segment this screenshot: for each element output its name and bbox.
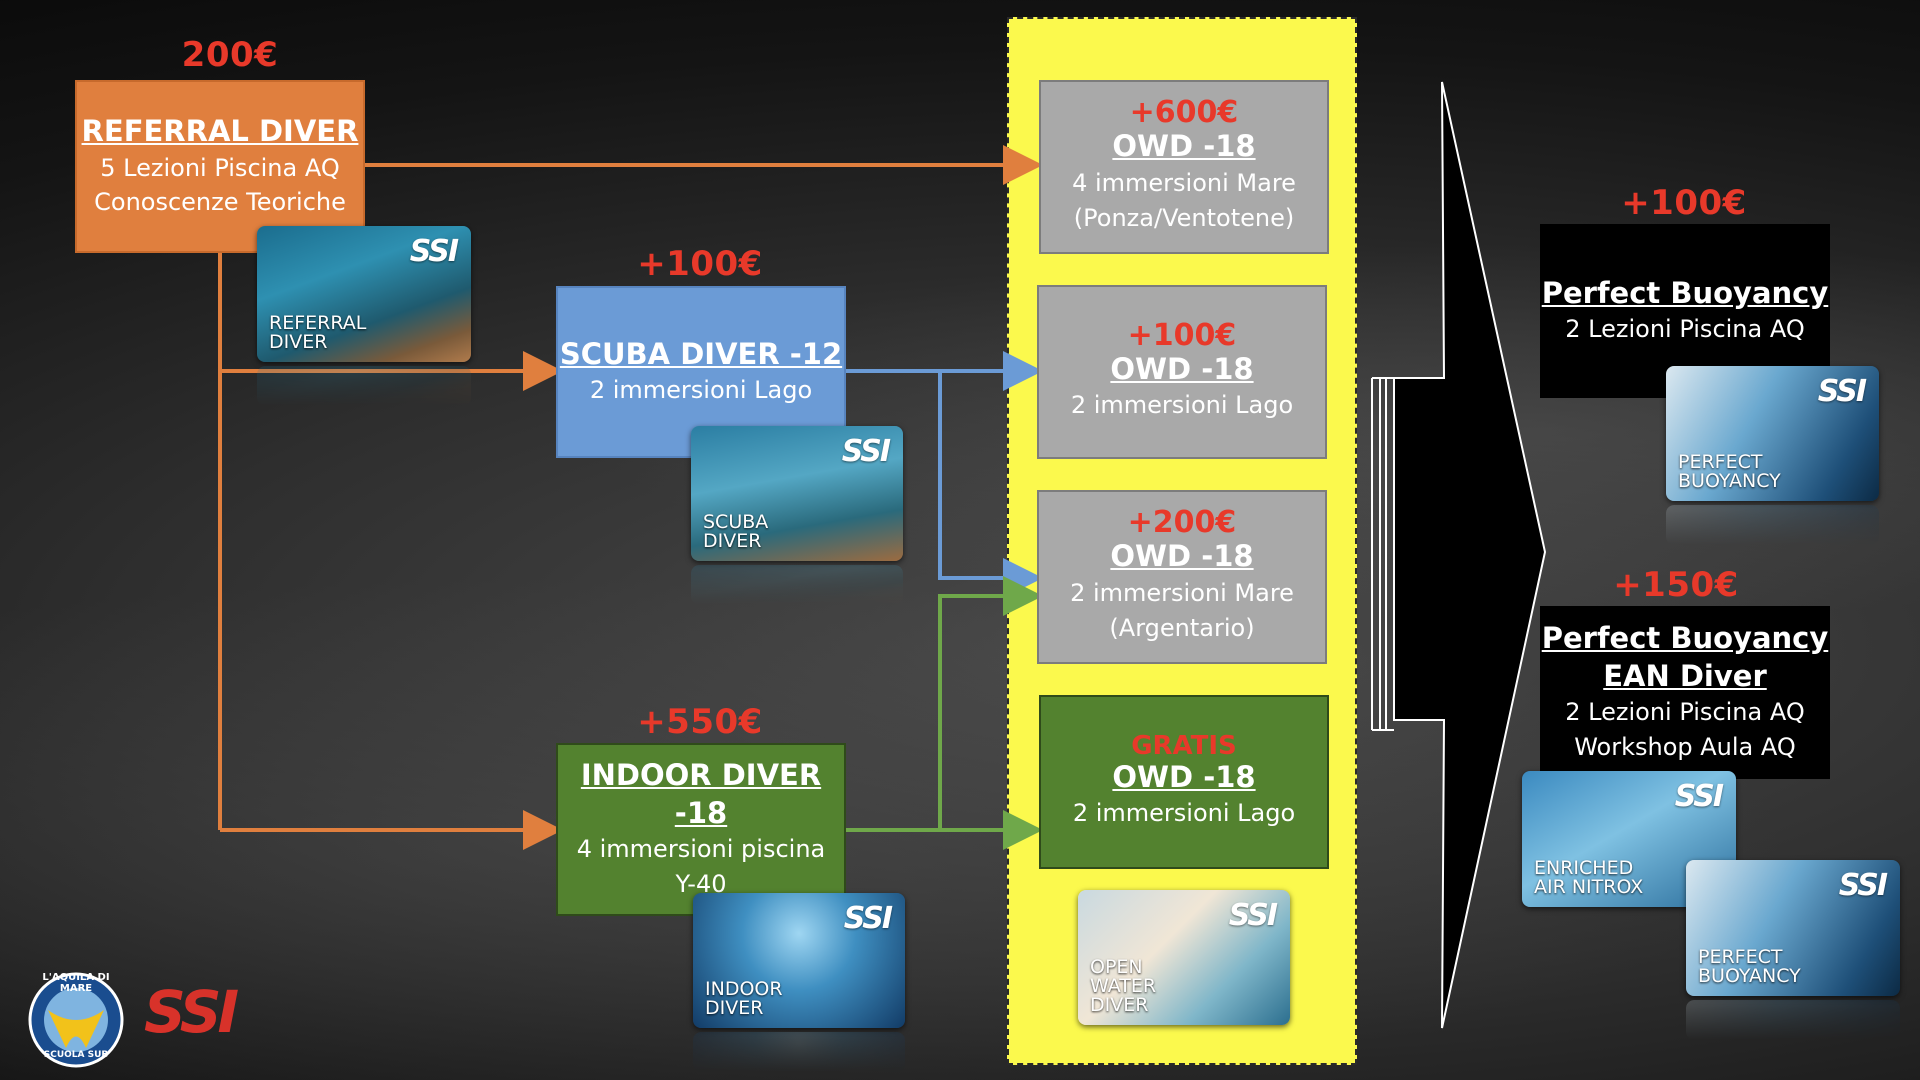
ssi-card-logo: SSI [843, 901, 893, 936]
referral-line2: Conoscenze Teoriche [94, 188, 346, 217]
pb-title: Perfect Buoyancy [1541, 275, 1829, 310]
pb-ean-line2: Workshop Aula AQ [1574, 733, 1796, 762]
owd-line1: 2 immersioni Mare [1070, 579, 1294, 608]
perfect-buoyancy-ean-box[interactable]: Perfect Buoyancy EAN Diver 2 Lezioni Pis… [1540, 606, 1830, 779]
owd-line2: (Ponza/Ventotene) [1073, 203, 1295, 232]
referral-line1: 5 Lezioni Piscina AQ [100, 153, 340, 182]
ssi-card-logo: SSI [1817, 374, 1867, 409]
indoor-title: INDOOR DIVER -18 [580, 758, 822, 830]
card-reflection [691, 565, 903, 605]
indoor-price: +550€ [637, 702, 763, 742]
pb-line1: 2 Lezioni Piscina AQ [1565, 315, 1805, 344]
owd-mare-ponza-box[interactable]: +600€ OWD -18 4 immersioni Mare (Ponza/V… [1039, 80, 1329, 254]
owd-title: OWD -18 [1112, 129, 1256, 164]
card-reflection [257, 366, 471, 406]
ssi-card-logo: SSI [1674, 779, 1724, 814]
scuba-price: +100€ [637, 244, 763, 284]
owd-title: OWD -18 [1110, 351, 1254, 386]
indoor-line1: 4 immersioni piscina [576, 835, 826, 864]
card-reflection [693, 1032, 905, 1072]
owd-title: OWD -18 [1112, 759, 1256, 794]
owd-line1: 4 immersioni Mare [1072, 169, 1296, 198]
scuba-line1: 2 immersioni Lago [589, 376, 813, 405]
school-logo [28, 972, 124, 1068]
pb-ean-price: +150€ [1613, 565, 1739, 605]
arrow-stripe-4 [1372, 377, 1394, 731]
referral-diver-box[interactable]: REFERRAL DIVER 5 Lezioni Piscina AQ Cono… [75, 80, 365, 253]
referral-title: REFERRAL DIVER [81, 113, 359, 148]
big-progress-arrow [1393, 81, 1547, 1029]
pb-ean-line1: 2 Lezioni Piscina AQ [1565, 698, 1805, 727]
owd-price: +600€ [1129, 95, 1239, 131]
referral-price: 200€ [181, 35, 279, 75]
arrow-indoor-to-owd-argentario [938, 576, 1043, 830]
indoor-diver-box[interactable]: INDOOR DIVER -18 4 immersioni piscina Y-… [556, 743, 846, 916]
card-reflection [1666, 505, 1879, 545]
owd-line1: 2 immersioni Lago [1070, 391, 1294, 420]
ssi-card-logo: SSI [1838, 868, 1888, 903]
pb-price: +100€ [1621, 183, 1747, 223]
owd-line1: 2 immersioni Lago [1072, 799, 1296, 828]
owd-price: +200€ [1127, 505, 1237, 541]
owd-price: GRATIS [1131, 730, 1237, 761]
ssi-card-logo: SSI [841, 434, 891, 469]
owd-price: +100€ [1127, 317, 1237, 353]
owd-line2: (Argentario) [1109, 613, 1255, 642]
school-logo-text-top: L'AQUILA DI MARE [42, 972, 110, 994]
owd-lago-box[interactable]: +100€ OWD -18 2 immersioni Lago [1037, 285, 1327, 459]
school-logo-text-bottom: SCUOLA SUB [43, 1050, 109, 1060]
scuba-title: SCUBA DIVER -12 [559, 336, 843, 371]
pb-ean-title2: EAN Diver [1603, 658, 1767, 693]
owd-title: OWD -18 [1110, 539, 1254, 574]
arrow-scuba-to-owd-argentario [938, 371, 1043, 598]
ssi-brand-logo: SSI [144, 978, 239, 1046]
ssi-card-logo: SSI [1228, 898, 1278, 933]
owd-mare-argentario-box[interactable]: +200€ OWD -18 2 immersioni Mare (Argenta… [1037, 490, 1327, 664]
owd-lago-free-box[interactable]: GRATIS OWD -18 2 immersioni Lago [1039, 695, 1329, 869]
pb-ean-title1: Perfect Buoyancy [1541, 621, 1829, 656]
card-reflection [1686, 1000, 1900, 1040]
ssi-card-logo: SSI [409, 234, 459, 269]
